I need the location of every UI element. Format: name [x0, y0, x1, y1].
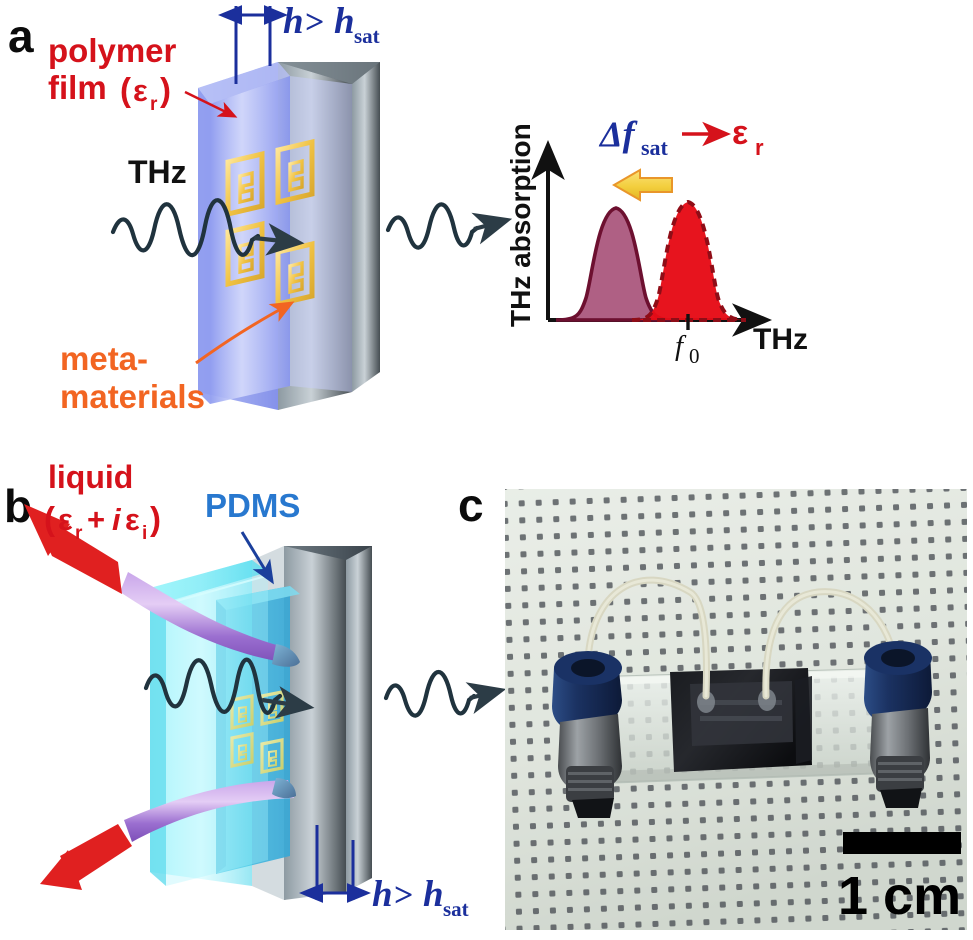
thz-pulse-waveform-out-b: [383, 670, 477, 718]
liquid-permittivity-formula: ( ε r + i ε i ): [44, 500, 161, 544]
resonator-cell: [275, 138, 315, 206]
scale-bar-label: 1 cm: [838, 866, 961, 926]
polymer-eps-symbol: ε: [133, 73, 148, 108]
thickness-label-h-b: h: [372, 874, 393, 915]
thickness-label-gt-b: >: [394, 877, 413, 914]
chart-series-loaded-peak: [555, 206, 673, 322]
panel-a-letter: a: [8, 10, 34, 62]
chart-annotation-epsilon: ε: [732, 114, 748, 152]
liquid-imaginary-i: i: [112, 502, 122, 537]
liquid-plus-sign: +: [87, 502, 105, 537]
fluidic-connector-left: [552, 651, 622, 818]
panel-b: b: [4, 459, 507, 921]
chart-xtick-label-f0-sub: 0: [689, 344, 700, 368]
device-photograph: 1 cm: [505, 489, 967, 930]
absorption-spectrum-chart: f 0 THz THz absorption Δf sat ε r: [505, 114, 808, 368]
scale-bar: [843, 832, 961, 854]
frequency-shift-arrow: [611, 168, 673, 202]
resonator-cell: [225, 150, 265, 218]
panel-a: a: [8, 1, 513, 415]
chart-annotation-delta-f-sub: sat: [641, 135, 669, 160]
outlet-flow-arrow-b: [60, 824, 132, 884]
thz-in-arrow-a: [253, 223, 305, 256]
liquid-eps-i-sub: i: [142, 523, 147, 544]
panel-c-letter: c: [458, 479, 484, 531]
resonator-cell: [260, 738, 284, 774]
chart-annotation-delta-f: Δf: [598, 114, 638, 154]
chart-series-unloaded-peak: [631, 199, 747, 322]
meta-pointer-arrow: [195, 301, 295, 365]
thickness-label-h2-a: h: [334, 1, 355, 42]
polymer-eps-close-paren: ): [160, 71, 171, 108]
panel-c: c: [458, 479, 967, 930]
substrate-slab-b: [284, 546, 372, 900]
liquid-eps-r: ε: [58, 502, 73, 537]
meta-label-line1: meta-: [60, 340, 148, 377]
thz-pulse-waveform-in-a: [110, 198, 261, 258]
liquid-close-paren: ): [150, 500, 161, 537]
resonator-cell: [230, 732, 254, 768]
polymer-pointer-arrow: [184, 90, 238, 118]
chart-ylabel: THz absorption: [505, 123, 536, 327]
pdms-pointer-arrow: [240, 531, 274, 585]
resonator-cell: [230, 694, 254, 730]
fluidic-connector-right: [864, 641, 932, 808]
thz-out-arrow-a: [471, 212, 513, 245]
thz-out-arrow-b: [465, 682, 507, 715]
chip-inlet-port: [697, 691, 715, 713]
liquid-open-paren: (: [44, 500, 55, 537]
meta-label-line2: materials: [60, 378, 205, 415]
metamaterial-chip: [670, 668, 812, 772]
liquid-eps-r-sub: r: [75, 523, 83, 544]
thz-in-arrow-b: [261, 686, 315, 719]
liquid-label: liquid: [48, 459, 133, 495]
thickness-label-sub-b: sat: [443, 897, 469, 921]
thickness-dimension-a: [218, 5, 288, 84]
pdms-label: PDMS: [205, 487, 300, 524]
thickness-label-sub-a: sat: [354, 24, 380, 48]
chart-annotation-epsilon-sub: r: [755, 135, 764, 160]
polymer-eps-open-paren: (: [120, 71, 131, 108]
thickness-dimension-b: [299, 825, 371, 903]
thz-pulse-waveform-out-a: [385, 202, 480, 250]
polymer-eps-subscript: r: [150, 94, 158, 115]
thz-pulse-waveform-in-b: [143, 657, 283, 715]
thickness-label-h-a: h: [283, 1, 304, 42]
polymer-label-line1: polymer: [48, 32, 177, 69]
thickness-label-h2-b: h: [423, 874, 444, 915]
inlet-tube-b: [24, 504, 300, 667]
thickness-label-gt-a: >: [305, 4, 324, 41]
thz-label-a: THz: [128, 154, 187, 190]
outlet-tube-b: [40, 778, 296, 890]
liquid-eps-i: ε: [125, 502, 140, 537]
polymer-film-slab-a: [198, 62, 352, 410]
chart-xlabel: THz: [753, 323, 808, 356]
polymer-label-line2: film: [48, 69, 107, 106]
